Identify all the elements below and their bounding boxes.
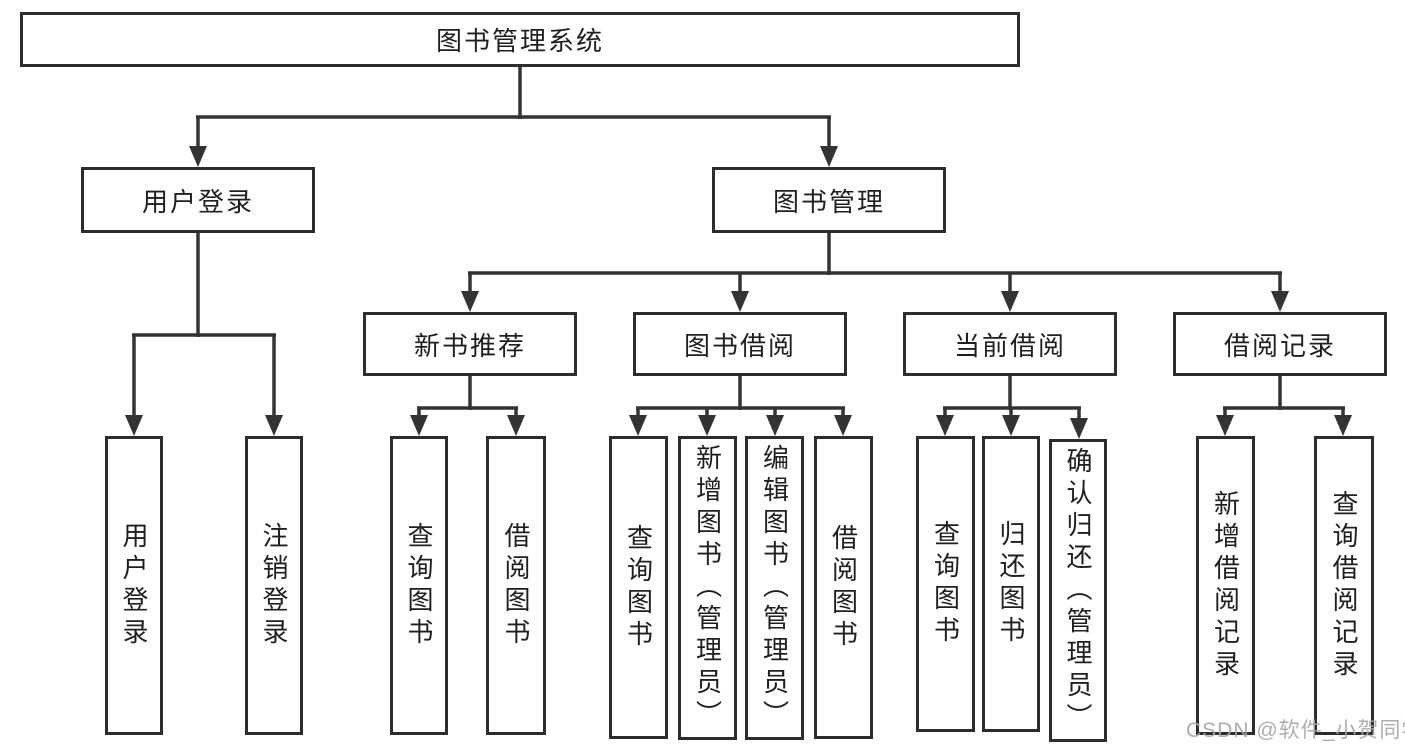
node-label: 用户登录 (119, 521, 149, 650)
node-label: 编辑图书（管理员） (759, 444, 790, 732)
leaf-query-books-recommend: 查询图书 (390, 436, 448, 735)
node-user-login-branch: 用户登录 (81, 167, 315, 233)
node-label: 新增借阅记录 (1210, 489, 1241, 682)
leaf-query-books-current: 查询图书 (916, 436, 975, 732)
node-label: 用户登录 (141, 186, 254, 217)
node-label: 图书管理 (772, 186, 885, 217)
node-current-borrowing: 当前借阅 (903, 312, 1117, 376)
node-label: 新书推荐 (413, 330, 526, 361)
leaf-return-books: 归还图书 (982, 436, 1040, 732)
leaf-query-borrow-record: 查询借阅记录 (1314, 436, 1374, 735)
leaf-borrow-books-borrowing: 借阅图书 (814, 436, 873, 739)
leaf-edit-books-admin: 编辑图书（管理员） (745, 436, 804, 740)
node-label: 归还图书 (996, 520, 1026, 648)
node-new-book-recommendation: 新书推荐 (363, 312, 577, 376)
leaf-add-borrow-record: 新增借阅记录 (1196, 436, 1255, 735)
leaf-add-books-admin: 新增图书（管理员） (678, 436, 737, 740)
node-book-borrowing: 图书借阅 (633, 312, 847, 376)
node-label: 借阅图书 (501, 521, 531, 650)
node-label: 图书管理系统 (435, 26, 604, 56)
node-label: 图书借阅 (683, 330, 796, 361)
node-borrowing-records: 借阅记录 (1173, 312, 1387, 376)
leaf-confirm-return-admin: 确认归还（管理员） (1049, 439, 1107, 742)
node-book-management: 图书管理 (712, 167, 946, 233)
node-label: 查询借阅记录 (1329, 489, 1359, 682)
leaf-user-login: 用户登录 (105, 436, 163, 735)
node-label: 查询图书 (623, 523, 654, 652)
leaf-query-books-borrowing: 查询图书 (609, 436, 668, 739)
node-label: 查询图书 (404, 521, 434, 650)
leaf-borrow-books-recommend: 借阅图书 (486, 436, 546, 735)
node-library-management-system: 图书管理系统 (20, 12, 1020, 67)
node-label: 注销登录 (259, 521, 289, 650)
node-label: 借阅记录 (1223, 330, 1336, 361)
watermark: CSDN @软件_小贺同学 (1186, 719, 1405, 742)
node-label: 当前借阅 (953, 330, 1066, 361)
node-label: 确认归还（管理员） (1063, 446, 1093, 735)
node-label: 新增图书（管理员） (692, 444, 723, 732)
node-label: 查询图书 (930, 520, 961, 648)
leaf-logout-login: 注销登录 (245, 436, 303, 735)
node-label: 借阅图书 (828, 523, 859, 652)
